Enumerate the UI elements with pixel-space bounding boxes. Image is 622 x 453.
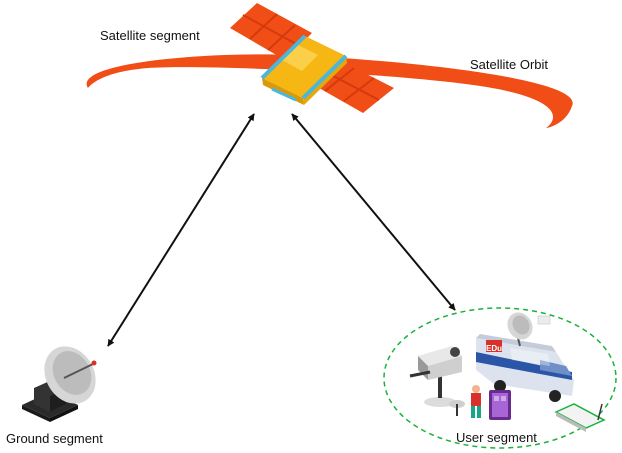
satellite-orbit-label: Satellite Orbit: [470, 57, 549, 72]
solar-panel-left-icon: [230, 3, 312, 60]
ground-segment-label: Ground segment: [6, 431, 103, 446]
satellite-orbit: [86, 54, 573, 128]
tablet-icon: [489, 390, 511, 420]
tv-camera-icon: [409, 346, 462, 407]
satellite-icon: [230, 3, 394, 113]
person-icon: [471, 385, 481, 418]
satellite-segment-label: Satellite segment: [100, 28, 200, 43]
ground-station-dish-icon: [22, 346, 97, 422]
satellite-body: [260, 34, 348, 105]
small-dish-icon: [449, 400, 465, 416]
terminal-icon: [554, 403, 606, 432]
van-logo-text: EDu: [486, 344, 502, 353]
van-dish-icon: [507, 312, 551, 347]
broadcast-van-icon: [476, 334, 574, 402]
user-segment-label: User segment: [456, 430, 537, 445]
user-segment-boundary: [383, 307, 617, 449]
link-ground-satellite: [107, 113, 255, 347]
user-equipment-group: EDu: [409, 312, 606, 432]
link-satellite-user: [291, 113, 456, 311]
